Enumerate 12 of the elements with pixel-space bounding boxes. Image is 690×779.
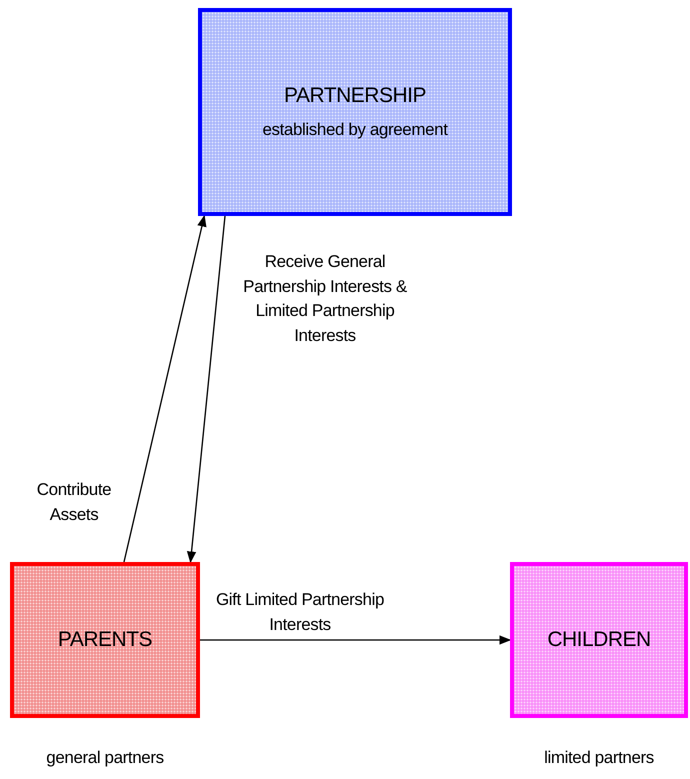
node-caption: general partners [45, 748, 165, 768]
entity-box [10, 562, 200, 718]
entity-box [510, 562, 688, 718]
arrow [186, 216, 226, 564]
arrow [200, 635, 512, 645]
entity-box [198, 8, 512, 216]
node-title: PARTNERSHIP [284, 84, 426, 108]
node-title: CHILDREN [547, 628, 651, 652]
arrow [123, 214, 206, 562]
node-caption: limited partners [543, 748, 655, 768]
node-title: PARENTS [58, 628, 152, 652]
node-subtitle: established by agreement [262, 120, 448, 140]
